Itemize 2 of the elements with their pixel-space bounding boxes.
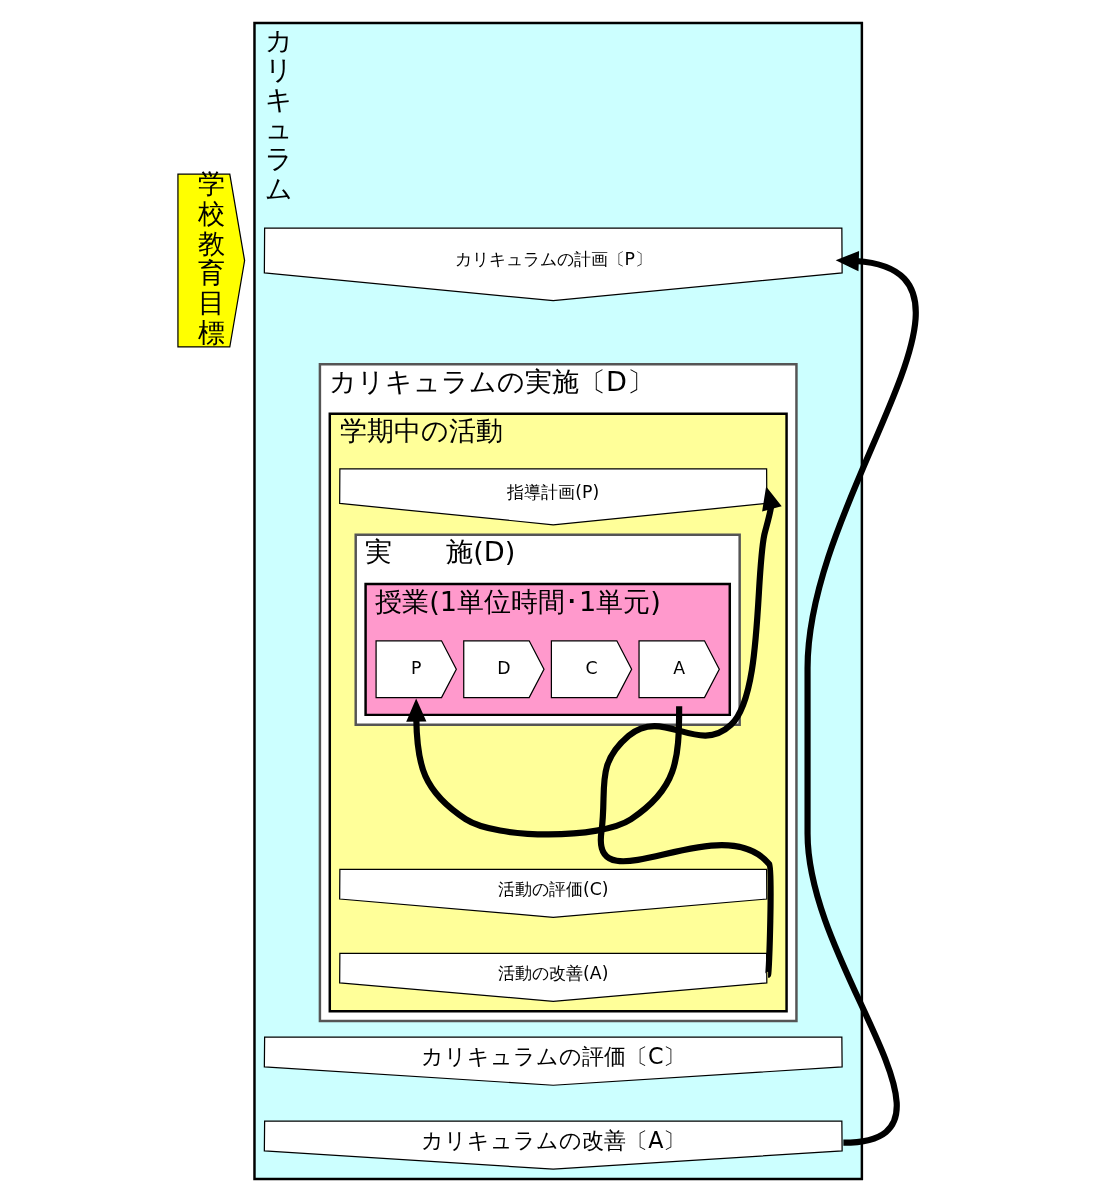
arrow	[405, 698, 682, 838]
arrow	[597, 486, 782, 976]
